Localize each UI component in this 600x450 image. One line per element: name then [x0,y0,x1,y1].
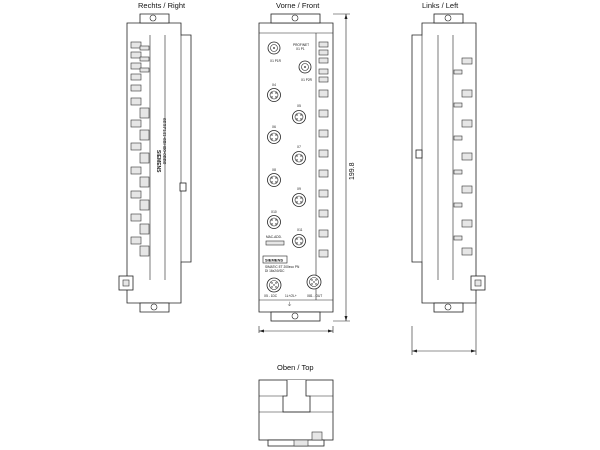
port-x8 [267,173,281,187]
port-x1p2 [298,60,312,74]
top-view-label: Oben / Top [277,363,314,372]
profinet-label-1: PROFINET [293,43,309,47]
front-view-label: Vorne / Front [276,1,320,10]
mac-address-plate [265,240,285,246]
right-view-connector-stubs [130,41,150,257]
port-x9 [292,193,306,207]
right-view-part-number: 6ES7141-6BH00-0BB0 [162,118,167,165]
left-view-housing [411,22,477,304]
front-view: X1 P1R PROFINET X1 P1 X1 P2R X4 X6 X8 X [258,13,356,333]
port-x6-label: X6 [272,125,276,129]
port-x8-label: X8 [272,168,276,172]
port-x9-label: X9 [297,187,301,191]
left-view-connector-stubs [453,57,473,256]
port-x1p2-label: X1 P2R [301,78,313,82]
port-x1p1-label: X1 P1R [270,59,282,63]
top-view [258,379,334,447]
front-view-led-slots [318,41,329,258]
right-view-top-tab [139,13,170,24]
port-x5-label: X5 [297,104,301,108]
port-x4-label: X4 [272,83,276,87]
right-side-view: SIEMENS 6ES7141-6BH00-0BB0 [118,13,192,313]
port-x6 [267,130,281,144]
port-x10-label: X10 [271,210,277,214]
power-out-connector [306,274,322,290]
top-view-center-tab [282,380,311,413]
left-view-top-tab [433,13,464,24]
supply-mid-label: 1L+/2L+ [285,294,297,298]
front-product-line1: SIMATIC ET 200eco PN [265,265,300,269]
port-x4 [267,88,281,102]
front-view-bottom-tab [270,311,321,322]
front-brand: SIEMENS [265,258,283,263]
right-view-bottom-tab [139,302,170,313]
port-x10 [267,215,281,229]
left-view-bottom-tab [433,302,464,313]
port-x11 [292,234,306,248]
front-view-top-tab [270,13,321,24]
supply-in-label: X5 - 1DC [264,294,278,298]
front-product-line2: DI 16x24VDC [265,269,285,273]
right-view-label: Rechts / Right [138,1,186,10]
left-side-view [411,13,486,355]
port-x11-label: X11 [297,228,303,232]
height-dimension-value: 199.8 [349,162,356,180]
supply-out-label: X81 - OUT [307,294,322,298]
port-x5 [292,110,306,124]
ground-symbol: ⏚ [287,301,292,308]
right-view-side-latch [179,182,187,192]
power-in-connector [266,277,282,293]
right-view-brand: SIEMENS [155,150,161,173]
left-view-label: Links / Left [422,1,459,10]
profinet-label-2: X1 P1 [296,47,305,51]
right-view-bottom-hole [150,303,158,311]
right-view-top-hole [149,14,157,22]
left-view-side-latch [415,149,423,159]
port-x7 [292,151,306,165]
mac-address-label: MAC-ADD. [266,235,282,239]
port-x7-label: X7 [297,145,301,149]
front-brand-plate [262,255,288,264]
port-x1p1 [267,41,281,55]
